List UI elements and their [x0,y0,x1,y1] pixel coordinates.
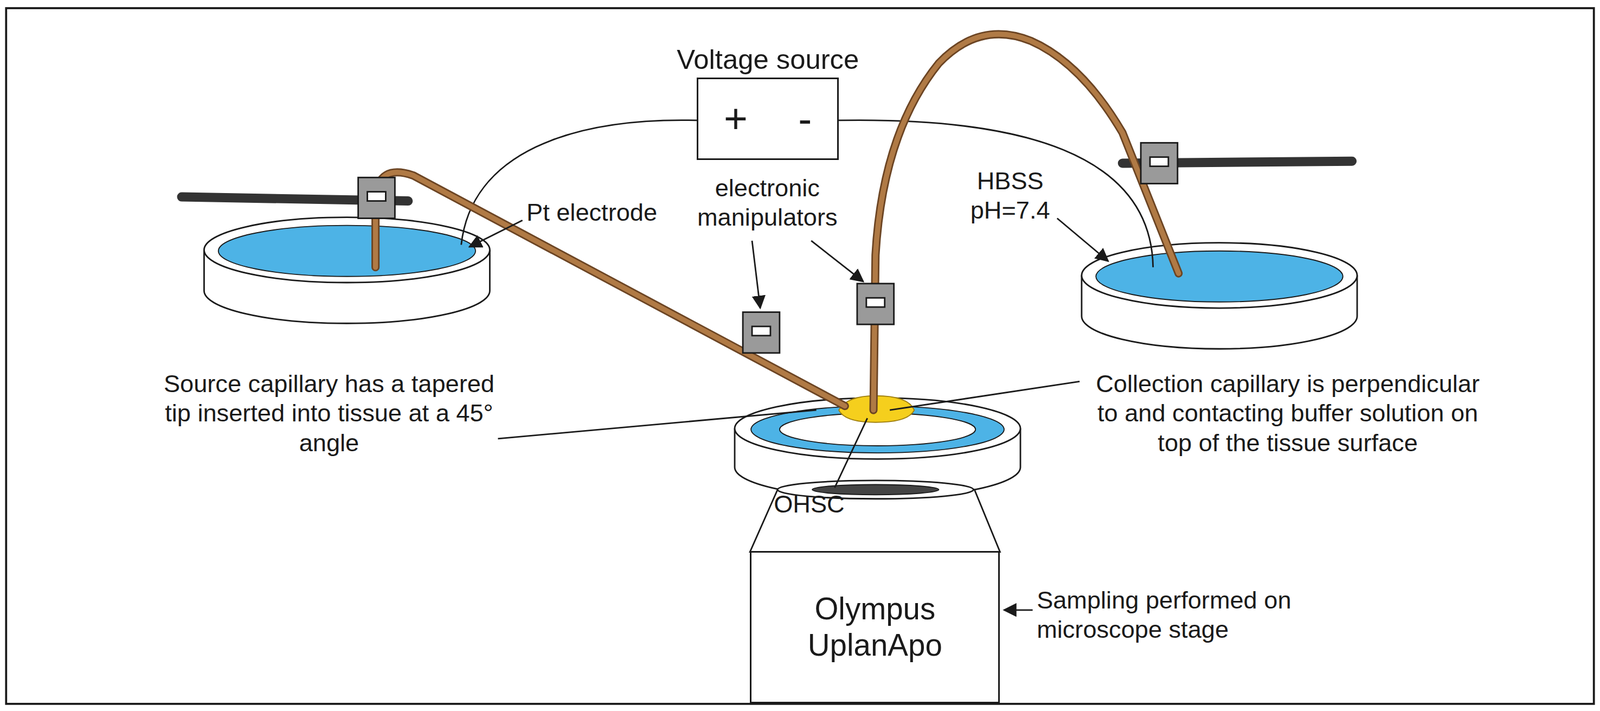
box-heading: Voltage source [676,43,859,76]
objective-body-box: Olympus UplanApo [749,550,1000,703]
microscope-note: Sampling performed on microscope stage [1036,585,1344,645]
pt-electrode-label: Pt electrode [520,197,664,228]
polarity-symbol: - [798,98,812,140]
manipulator-label: electronic manipulators [680,173,854,233]
collection-capillary-note: Collection capillary is perpendicular to… [1083,369,1493,458]
box-text: Olympus UplanApo [798,590,952,664]
tissue-label: OHSC [773,489,846,519]
polarity-symbol: + [723,98,748,140]
voltage-source-box: Voltage source+- [696,77,839,160]
source-capillary-note: Source capillary has a tapered tip inser… [158,369,500,458]
buffer-label: HBSS pH=7.4 [943,166,1077,226]
